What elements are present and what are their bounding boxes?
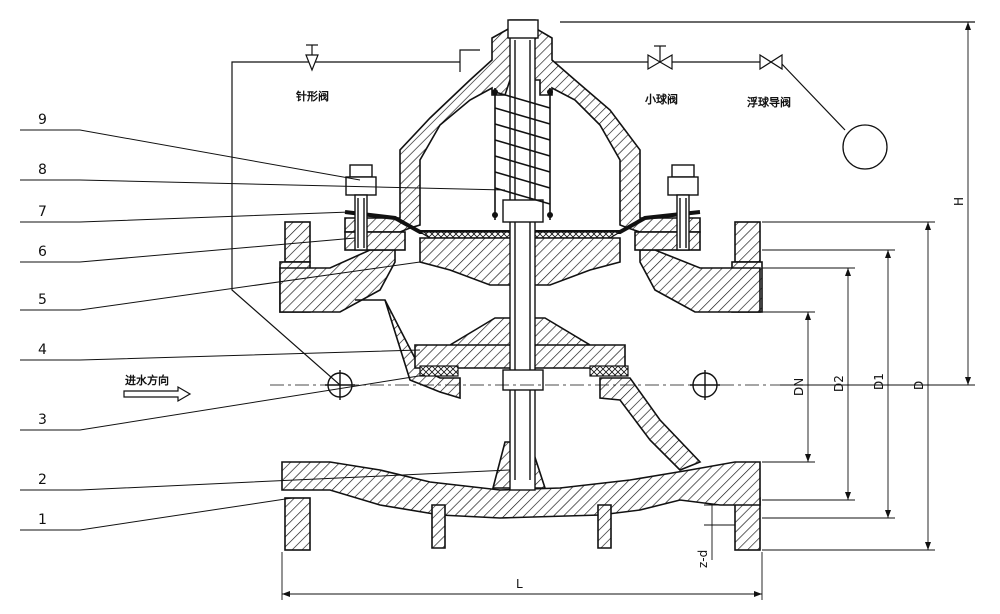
part-number-1: 1 [38,512,47,528]
seal-ring-right [589,365,629,377]
inflow-direction-label: 进水方向 [125,373,169,387]
part-number-2: 2 [38,472,47,488]
inflow-arrow-icon [123,385,192,403]
dim-d: D [912,381,926,390]
part-number-5: 5 [38,292,47,308]
part-number-7: 7 [38,204,47,220]
dim-l: L [516,577,523,591]
dim-h: H [952,197,966,206]
ball-valve-icon [647,45,673,71]
dimension-lines [281,22,975,600]
needle-valve-icon [305,44,319,72]
small-ball-valve-label: 小球阀 [644,92,678,106]
spring-wire-dots [492,89,553,218]
float-pilot-valve-label: 浮球导阀 [747,95,791,109]
part-number-6: 6 [38,244,47,260]
float-ball-icon [842,124,888,170]
part-number-4: 4 [38,342,47,358]
control-piping [231,21,975,386]
part-number-9: 9 [38,112,47,128]
needle-valve-label: 针形阀 [296,89,329,103]
part-number-3: 3 [38,412,47,428]
dim-d1: D1 [872,373,886,390]
dimension-arrowheads [282,22,971,597]
part-number-8: 8 [38,162,47,178]
spring [494,88,551,220]
seal-ring-left [419,365,459,377]
bolt-right [667,164,699,251]
dim-dn: DN [792,378,806,396]
bolt-left [345,164,377,251]
dim-zd: z-d [696,550,710,568]
pilot-valve-icon [759,53,783,71]
dim-d2: D2 [832,375,846,392]
leader-lines [20,129,511,531]
